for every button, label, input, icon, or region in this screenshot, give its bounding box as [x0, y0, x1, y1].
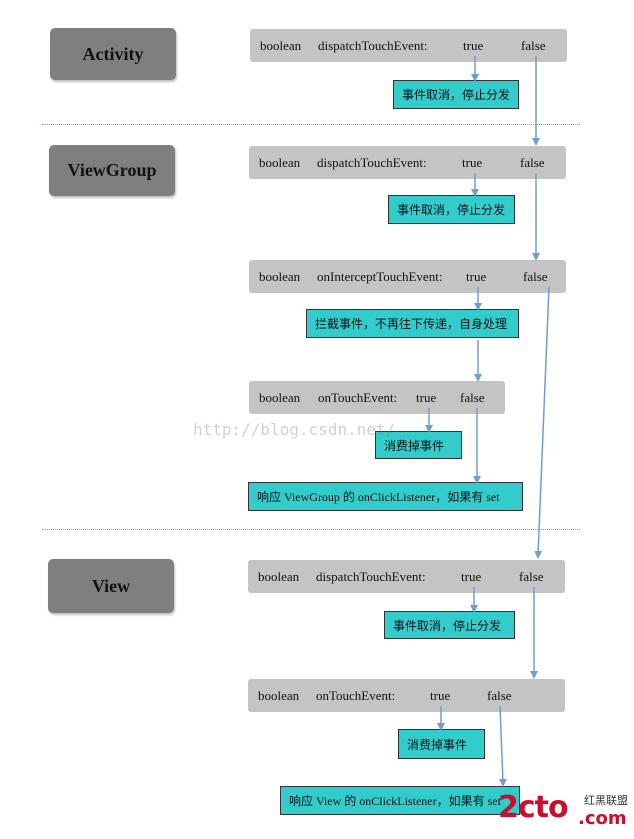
method-view-touch: boolean onTouchEvent: true false	[248, 679, 565, 712]
section-viewgroup: ViewGroup	[49, 145, 175, 196]
result-viewgroup-cancel: 事件取消，停止分发	[388, 195, 515, 224]
method-view-dispatch: boolean dispatchTouchEvent: true false	[248, 560, 565, 593]
brand-logo-cn: 红黑联盟	[584, 794, 628, 807]
method-false: false	[520, 154, 545, 170]
result-view-click: 响应 View 的 onClickListener，如果有 set	[280, 786, 520, 815]
method-name: dispatchTouchEvent:	[317, 154, 427, 170]
method-name: dispatchTouchEvent:	[316, 568, 426, 584]
method-name: onTouchEvent:	[316, 687, 396, 703]
separator-2	[42, 529, 580, 530]
method-type: boolean	[259, 154, 301, 170]
method-name: onTouchEvent:	[318, 389, 398, 405]
method-true: true	[463, 37, 484, 53]
result-viewgroup-consume: 消费掉事件	[375, 431, 462, 459]
method-false: false	[519, 568, 544, 584]
method-true: true	[416, 389, 437, 405]
method-viewgroup-intercept: boolean onInterceptTouchEvent: true fals…	[249, 260, 566, 293]
method-viewgroup-touch: boolean onTouchEvent: true false	[249, 381, 505, 414]
method-false: false	[521, 37, 546, 53]
section-view: View	[48, 559, 174, 613]
method-activity-dispatch: boolean dispatchTouchEvent: true false	[250, 29, 567, 62]
method-name: dispatchTouchEvent:	[318, 37, 428, 53]
separator-1	[42, 124, 580, 125]
method-type: boolean	[259, 389, 301, 405]
method-true: true	[430, 687, 451, 703]
arrow-view-touch-false	[498, 705, 507, 787]
watermark-text: http://blog.csdn.net/	[193, 420, 396, 439]
method-type: boolean	[259, 268, 301, 284]
brand-logo-text: 2cto	[498, 790, 569, 825]
method-false: false	[523, 268, 548, 284]
arrow-intercept-false	[534, 286, 550, 559]
method-type: boolean	[258, 687, 300, 703]
method-viewgroup-dispatch: boolean dispatchTouchEvent: true false	[249, 146, 566, 179]
method-type: boolean	[260, 37, 302, 53]
method-false: false	[460, 389, 485, 405]
method-true: true	[466, 268, 487, 284]
brand-logo: 2cto 红黑联盟 .com	[498, 790, 632, 834]
result-viewgroup-click: 响应 ViewGroup 的 onClickListener，如果有 set	[248, 482, 523, 511]
method-true: true	[462, 154, 483, 170]
brand-logo-domain: .com	[578, 808, 627, 829]
method-true: true	[461, 568, 482, 584]
method-name: onInterceptTouchEvent:	[317, 268, 443, 284]
result-view-cancel: 事件取消，停止分发	[384, 611, 515, 639]
section-activity: Activity	[50, 28, 176, 80]
result-viewgroup-intercept: 拦截事件，不再往下传递，自身处理	[306, 309, 519, 338]
result-activity-cancel: 事件取消，停止分发	[393, 80, 519, 109]
method-false: false	[487, 687, 512, 703]
method-type: boolean	[258, 568, 300, 584]
